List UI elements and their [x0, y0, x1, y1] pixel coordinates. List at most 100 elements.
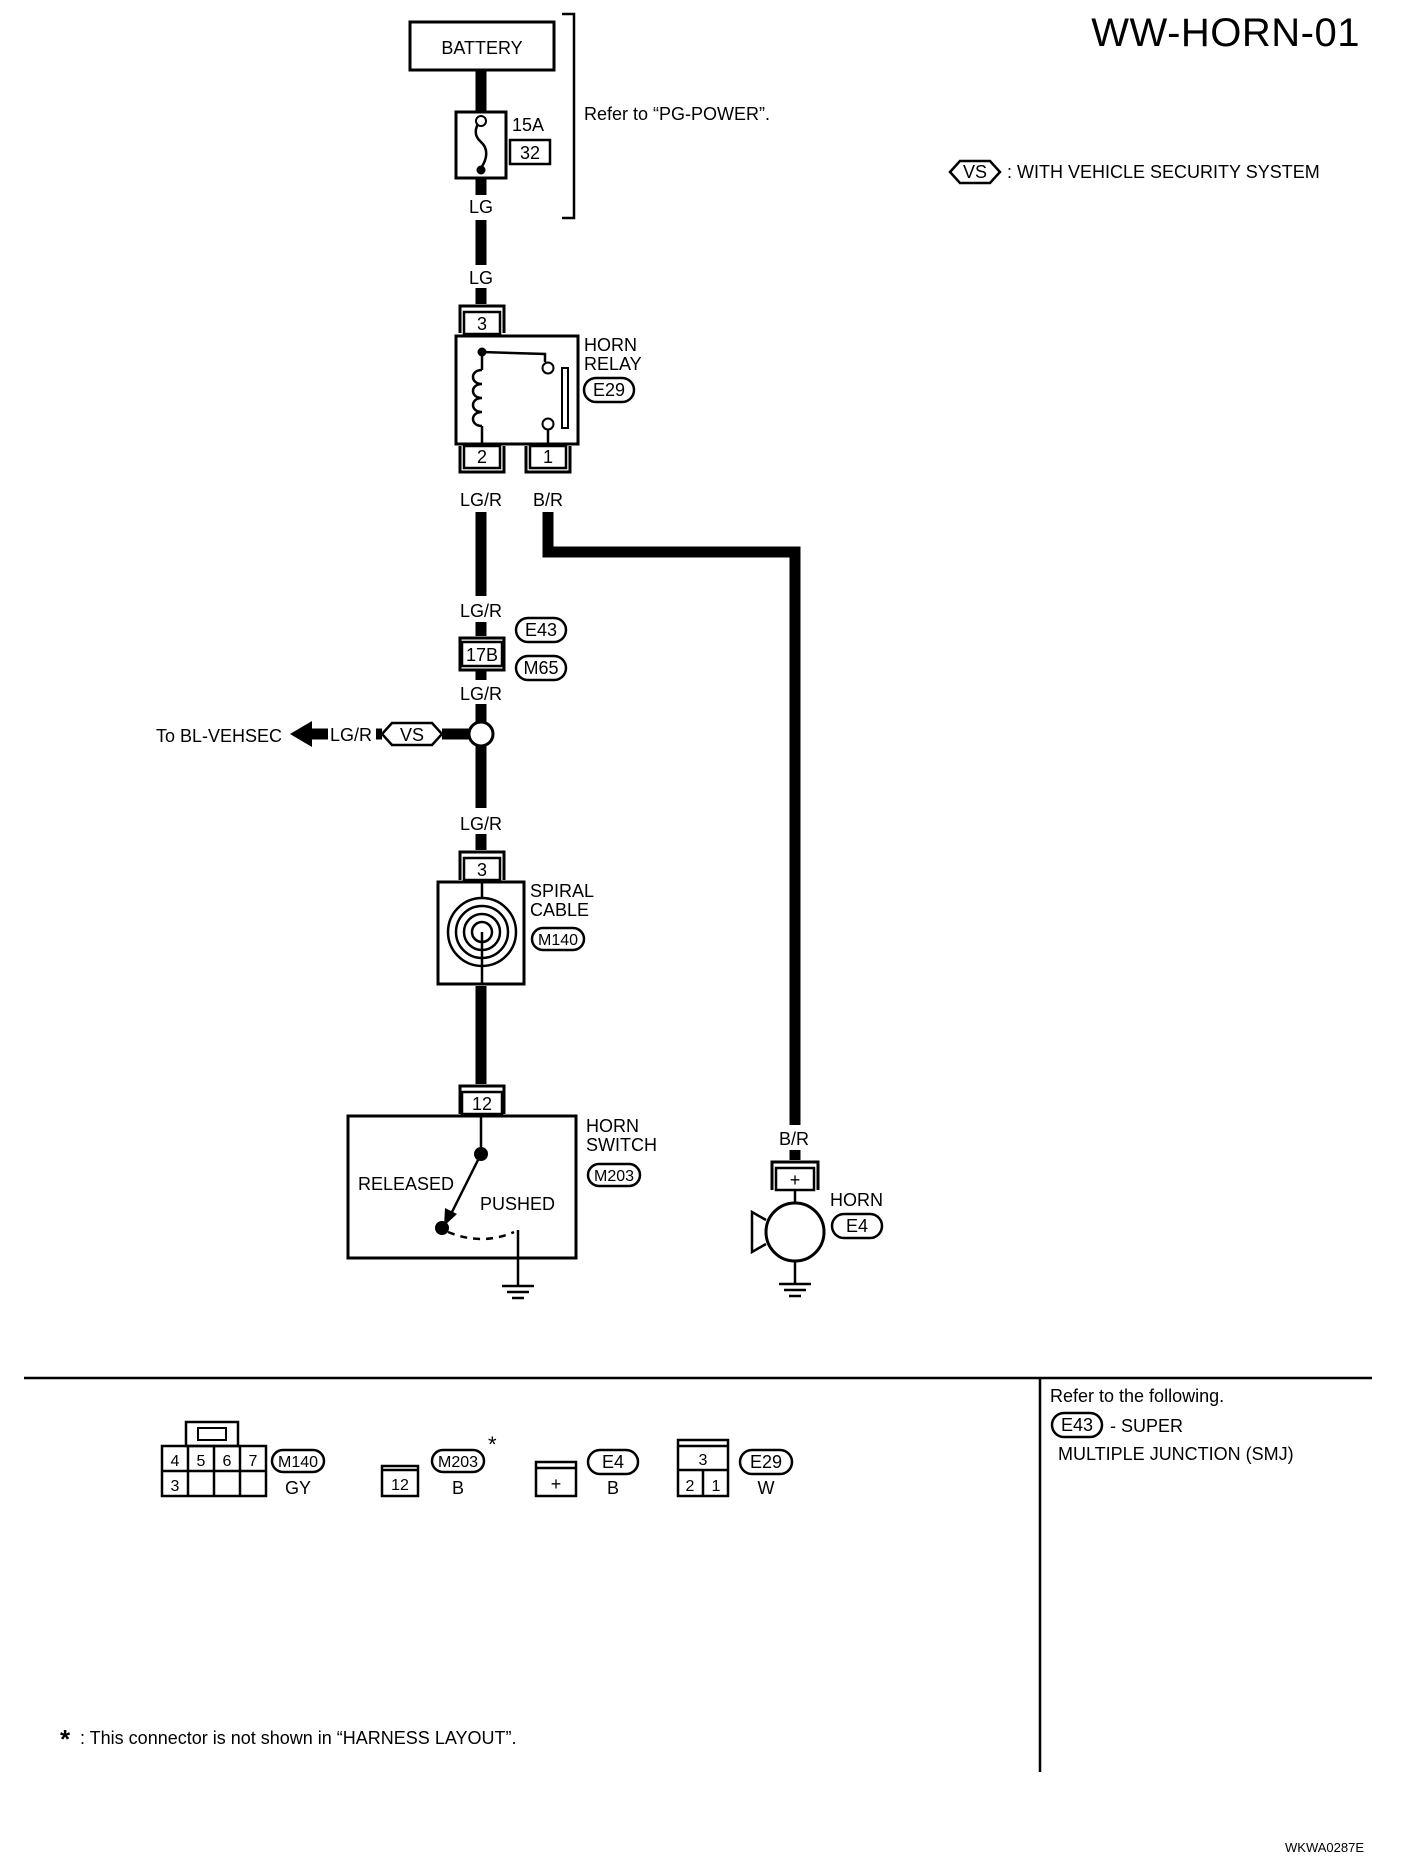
- horn-pin: +: [790, 1170, 801, 1190]
- switch-lever: [448, 1153, 483, 1217]
- horn-relay-name-2: RELAY: [584, 354, 642, 374]
- wire-label-lgr-1: LG/R: [460, 490, 502, 510]
- vs-legend-text: : WITH VEHICLE SECURITY SYSTEM: [1007, 162, 1320, 182]
- horn-bell: [750, 1209, 767, 1255]
- e29-id: E29: [750, 1452, 782, 1472]
- e29-color: W: [758, 1478, 775, 1498]
- power-bracket: [562, 12, 576, 220]
- m203-color: B: [452, 1478, 464, 1498]
- relay-pin-2: 2: [477, 447, 487, 467]
- fuse: [454, 110, 508, 180]
- switch-pushed-dash: [447, 1230, 515, 1241]
- wire-label-lgr-4: LG/R: [460, 814, 502, 834]
- vs-branch-hex: [380, 721, 444, 747]
- e4-id: E4: [602, 1452, 624, 1472]
- spiral-pin: 3: [477, 860, 487, 880]
- junction-pin: 17B: [466, 645, 498, 665]
- horn-switch-name-1: HORN: [586, 1116, 639, 1136]
- horn-switch-pin: 12: [472, 1094, 492, 1114]
- relay-pin-3: 3: [477, 314, 487, 334]
- junction-e43-oval: [514, 616, 568, 644]
- refer-line-2: MULTIPLE JUNCTION (SMJ): [1058, 1444, 1294, 1464]
- horn-body: [764, 1201, 826, 1263]
- wire-label-lgr-branch: LG/R: [330, 725, 372, 745]
- relay-contact-bar: [561, 367, 569, 429]
- horn-switch-body: [346, 1114, 578, 1260]
- wire-label-br-2: B/R: [779, 1129, 809, 1149]
- e29-pin-2: 2: [686, 1478, 695, 1495]
- horn-switch-name-2: SWITCH: [586, 1135, 657, 1155]
- m140-color: GY: [285, 1478, 311, 1498]
- vs-branch-code: VS: [400, 725, 424, 745]
- footnote-star: *: [60, 1724, 71, 1754]
- horn-name: HORN: [830, 1190, 883, 1210]
- wire-br-relay-horn: [542, 512, 801, 1125]
- wire-label-lg-1: LG: [469, 197, 493, 217]
- fuse-number-box: [508, 138, 552, 166]
- e4-color: B: [607, 1478, 619, 1498]
- horn-switch-pushed: PUSHED: [480, 1194, 555, 1214]
- spiral-connector-oval: [530, 926, 586, 952]
- battery-box: [408, 20, 556, 72]
- e29-pin-1: 1: [712, 1478, 721, 1495]
- relay-pin-1: 1: [543, 447, 553, 467]
- relay-connector-top: [458, 304, 506, 333]
- horn-connector-oval: [830, 1212, 884, 1240]
- wire-label-lg-2: LG: [469, 268, 493, 288]
- vs-legend: VS : WITH VEHICLE SECURITY SYSTEM: [948, 159, 1320, 185]
- spiral-coil: [446, 882, 518, 984]
- branch-arrow: [290, 721, 312, 747]
- relay-coil: [471, 368, 483, 428]
- vs-hex-badge: [948, 159, 1002, 185]
- m203-pin: 12: [391, 1477, 409, 1494]
- horn-relay-name-1: HORN: [584, 335, 637, 355]
- refer-e43-oval: [1050, 1411, 1104, 1439]
- junction-m65: M65: [523, 658, 558, 678]
- horn-connector: [770, 1160, 820, 1190]
- horn-relay-connector: E29: [593, 380, 625, 400]
- m140-id: M140: [278, 1454, 318, 1471]
- refer-pg-power: Refer to “PG-POWER”.: [584, 104, 770, 124]
- junction-m65-oval: [514, 654, 568, 682]
- connector-e4: + E4 B: [534, 1448, 640, 1498]
- e29-pin-3: 3: [699, 1452, 708, 1469]
- m203-star: *: [488, 1432, 497, 1457]
- splice-point: [467, 720, 495, 748]
- horn-switch-connector: [458, 1084, 506, 1114]
- connector-m203: 12 M203 * B: [380, 1432, 497, 1498]
- m140-pin-5: 5: [197, 1453, 206, 1470]
- horn-relay-connector-oval: [582, 376, 636, 404]
- connector-e29: 3 2 1 E29 W: [676, 1438, 794, 1498]
- wire-label-lgr-2: LG/R: [460, 601, 502, 621]
- m140-pin-7: 7: [249, 1453, 258, 1470]
- branch-destination: To BL-VEHSEC: [156, 726, 282, 746]
- spiral-connector-id: M140: [538, 932, 578, 949]
- vs-legend-code: VS: [963, 162, 987, 182]
- junction-e43: E43: [525, 620, 557, 640]
- spiral-name-2: CABLE: [530, 900, 589, 920]
- fuse-rating: 15A: [512, 115, 544, 135]
- page-title: WW-HORN-01: [1091, 11, 1360, 55]
- refer-line-1: - SUPER: [1110, 1416, 1183, 1436]
- refer-heading: Refer to the following.: [1050, 1386, 1224, 1406]
- horn-connector-id: E4: [846, 1216, 868, 1236]
- fuse-number: 32: [520, 143, 540, 163]
- connector-m140: 4 5 6 7 3 M140 GY: [160, 1420, 326, 1498]
- horn-switch-connector-oval: [586, 1162, 642, 1188]
- refer-e43: E43: [1061, 1415, 1093, 1435]
- horn-switch-released: RELEASED: [358, 1174, 454, 1194]
- m140-pin-6: 6: [223, 1453, 232, 1470]
- m140-pin-3: 3: [171, 1478, 180, 1495]
- spiral-connector: [458, 850, 506, 880]
- footnote-text: : This connector is not shown in “HARNES…: [80, 1728, 517, 1748]
- m203-id: M203: [438, 1454, 478, 1471]
- m140-pin-4: 4: [171, 1453, 180, 1470]
- spiral-name-1: SPIRAL: [530, 881, 594, 901]
- horn-ground-icon: [779, 1261, 811, 1298]
- wire-label-lgr-3: LG/R: [460, 684, 502, 704]
- battery-label: BATTERY: [441, 38, 522, 58]
- wire-label-br-1: B/R: [533, 490, 563, 510]
- ground-icon: [502, 1258, 534, 1300]
- horn-switch-connector-id: M203: [594, 1168, 634, 1185]
